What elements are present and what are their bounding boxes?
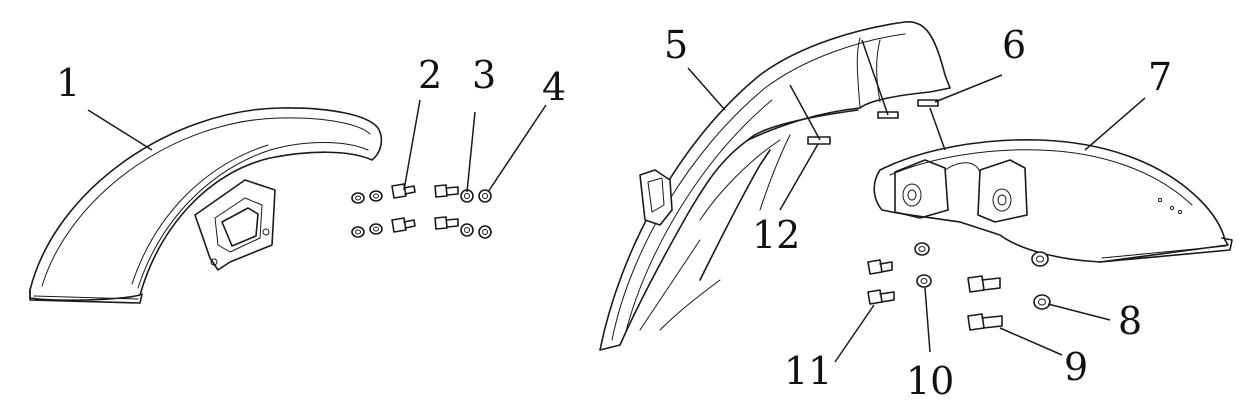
rear-fender-long	[599, 21, 951, 351]
bolt-set-part9	[967, 275, 1003, 331]
leader-11	[834, 304, 875, 363]
leader-4	[487, 104, 547, 193]
hardware-group-left	[351, 183, 492, 239]
bolt-set-part2	[391, 183, 416, 233]
leader-12b	[789, 84, 821, 141]
front-fender	[29, 107, 383, 304]
leader-10	[924, 287, 931, 353]
callout-5: 5	[664, 23, 688, 67]
spacer-set-part6	[877, 99, 939, 119]
nut-set-part8	[1031, 251, 1051, 310]
leader-7	[1084, 97, 1146, 151]
callout-12: 12	[752, 213, 800, 257]
callout-11: 11	[784, 349, 832, 393]
washer-set-part3	[460, 189, 474, 237]
callout-4: 4	[542, 65, 566, 109]
leader-12	[779, 143, 819, 211]
callout-8: 8	[1118, 299, 1142, 343]
callout-6: 6	[1002, 23, 1026, 67]
hardware-group-right	[867, 242, 1051, 331]
leader-3	[466, 111, 476, 193]
nut-set-part4	[478, 189, 492, 239]
leader-1	[87, 109, 153, 151]
leader-2	[403, 99, 421, 191]
nut-set-part10	[914, 242, 932, 288]
bolt-set-part11	[867, 259, 895, 305]
leader-9	[999, 327, 1063, 356]
spacer-part12	[807, 136, 831, 145]
fender-mounting-bracket	[194, 179, 276, 271]
callout-1: 1	[56, 61, 80, 105]
leader-5	[687, 67, 726, 111]
leader-6c	[929, 107, 946, 151]
leader-6	[934, 74, 1003, 103]
callout-9: 9	[1064, 345, 1088, 389]
callout-10: 10	[906, 359, 954, 403]
leader-8	[1047, 303, 1111, 321]
callout-3: 3	[472, 53, 496, 97]
leader-6b	[861, 39, 889, 116]
callout-labels: 1 2 3 4 5 6 7 8 9 10 11 12	[56, 23, 1172, 403]
leader-lines	[87, 39, 1146, 363]
callout-2: 2	[418, 53, 442, 97]
nut-set-left	[351, 190, 383, 238]
rear-fender-short	[873, 138, 1233, 263]
bolt-set-middle	[434, 184, 459, 230]
callout-7: 7	[1148, 55, 1172, 99]
